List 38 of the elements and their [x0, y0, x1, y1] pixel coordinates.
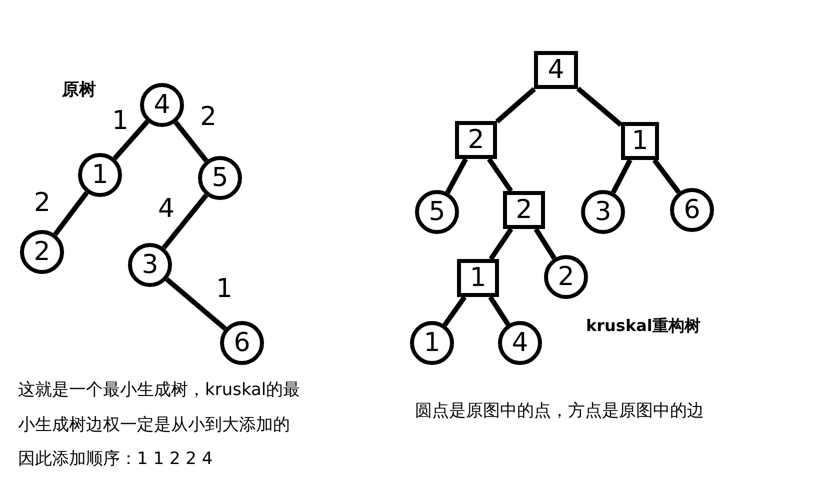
tree-title: 原树: [62, 79, 96, 101]
tree-title: kruskal重构树: [586, 316, 700, 337]
note-text: 这就是一个最小生成树，kruskal的最: [18, 379, 300, 401]
tree-edge: [112, 120, 150, 160]
note-text: 因此添加顺序：1 1 2 2 4: [18, 448, 213, 470]
note-text: 圆点是原图中的点，方点是原图中的边: [415, 400, 704, 422]
tree-edge: [495, 87, 536, 124]
tree-edge: [534, 228, 556, 260]
tree-edge: [53, 191, 89, 236]
note-text: 小生成树边权一定是从小到大添加的: [18, 414, 290, 436]
vertex-circle: 5: [198, 156, 242, 200]
tree-edge: [445, 158, 468, 194]
vertex-circle: 3: [128, 243, 172, 287]
vertex-circle: 1: [410, 321, 454, 365]
tree-edge: [652, 158, 681, 194]
vertex-circle: 1: [78, 153, 122, 197]
edge-square: 2: [503, 191, 545, 229]
vertex-circle: 6: [670, 188, 714, 232]
vertex-circle: 3: [581, 190, 625, 234]
vertex-circle: 2: [20, 230, 64, 274]
tree-edge: [488, 296, 510, 326]
edge-square: 2: [455, 121, 497, 159]
edge-square: 1: [621, 122, 659, 160]
edge-square: 1: [457, 259, 499, 297]
vertex-circle: 6: [220, 321, 264, 365]
tree-edge: [174, 120, 208, 162]
tree-edge: [442, 296, 467, 326]
tree-edge: [165, 277, 227, 331]
tree-edge: [486, 158, 514, 192]
tree-edge: [162, 194, 208, 250]
tree-edge: [610, 158, 632, 194]
tree-edge: [576, 86, 623, 127]
tree-edge: [488, 228, 514, 260]
vertex-circle: 4: [498, 321, 542, 365]
edge-square: 4: [534, 51, 578, 89]
vertex-circle: 5: [415, 190, 459, 234]
vertex-circle: 2: [544, 255, 588, 299]
vertex-circle: 4: [140, 83, 184, 127]
